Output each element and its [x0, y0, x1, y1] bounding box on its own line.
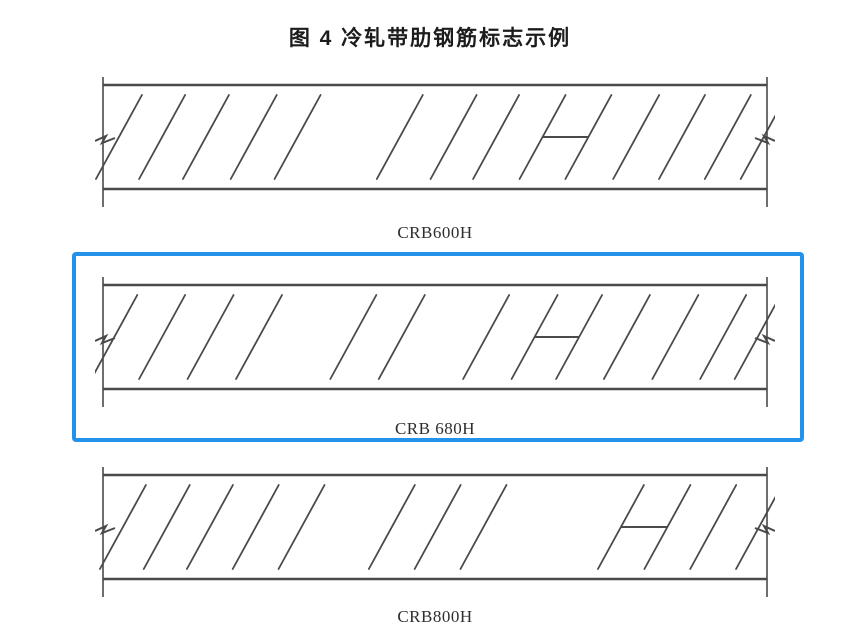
rebar-figure-crb680h: CRB 680H — [95, 277, 775, 439]
rib-hatch-line — [277, 484, 326, 570]
rebar-grade-label-crb600h: CRB600H — [397, 223, 473, 242]
rib-hatch-line — [182, 94, 230, 180]
rib-hatch-line — [138, 94, 186, 180]
rib-hatch-line — [186, 484, 234, 570]
rib-hatch-line — [462, 294, 511, 380]
rib-hatch-line — [377, 294, 426, 380]
rib-hatch-line — [703, 94, 752, 180]
rib-hatch-line — [229, 94, 278, 180]
rib-hatch-line — [510, 294, 559, 380]
rib-hatch-line — [459, 484, 508, 570]
rebar-grade-label-crb800h: CRB800H — [397, 607, 473, 626]
break-mark-right — [754, 523, 775, 535]
rib-hatch-line — [273, 94, 322, 180]
rib-hatch-line — [138, 294, 186, 380]
rib-hatch-line — [95, 294, 139, 375]
rib-hatch-line — [413, 484, 462, 570]
rib-hatch-line — [689, 484, 738, 570]
break-mark-right — [754, 333, 775, 345]
rib-hatch-line — [739, 114, 775, 180]
rebar-figure-crb600h: CRB600H — [95, 77, 775, 243]
rib-hatch-line — [375, 94, 424, 180]
break-mark-left — [95, 523, 116, 535]
rib-hatch-line — [472, 94, 520, 180]
rib-hatch-line — [231, 484, 280, 570]
rebar-bar-diagram-crb600h — [95, 77, 775, 207]
rib-hatch-line — [235, 294, 283, 380]
rib-hatch-line — [612, 94, 661, 180]
rebar-bar-diagram-crb680h — [95, 277, 775, 407]
break-mark-left — [95, 133, 116, 145]
rib-hatch-line — [699, 294, 748, 380]
rib-hatch-line — [429, 94, 478, 180]
rebar-bar-diagram-crb800h — [95, 467, 775, 597]
rib-hatch-line — [186, 294, 235, 380]
rib-hatch-line — [602, 294, 651, 380]
break-mark-right — [754, 133, 775, 145]
break-mark-left — [95, 333, 116, 345]
rib-hatch-line — [95, 94, 143, 180]
rib-hatch-line — [367, 484, 416, 570]
rib-hatch-line — [733, 303, 775, 380]
rib-hatch-line — [142, 484, 191, 570]
rebar-figure-crb800h: CRB800H — [95, 467, 775, 627]
figure-title: 图 4 冷轧带肋钢筋标志示例 — [288, 27, 572, 50]
rib-hatch-line — [735, 495, 775, 570]
rebar-grade-label-crb680h: CRB 680H — [394, 419, 476, 438]
rib-hatch-line — [329, 294, 378, 380]
rib-hatch-line — [99, 484, 147, 570]
rib-hatch-line — [651, 294, 700, 380]
highlight-box-crb680h — [72, 252, 804, 442]
rib-hatch-line — [658, 94, 706, 180]
